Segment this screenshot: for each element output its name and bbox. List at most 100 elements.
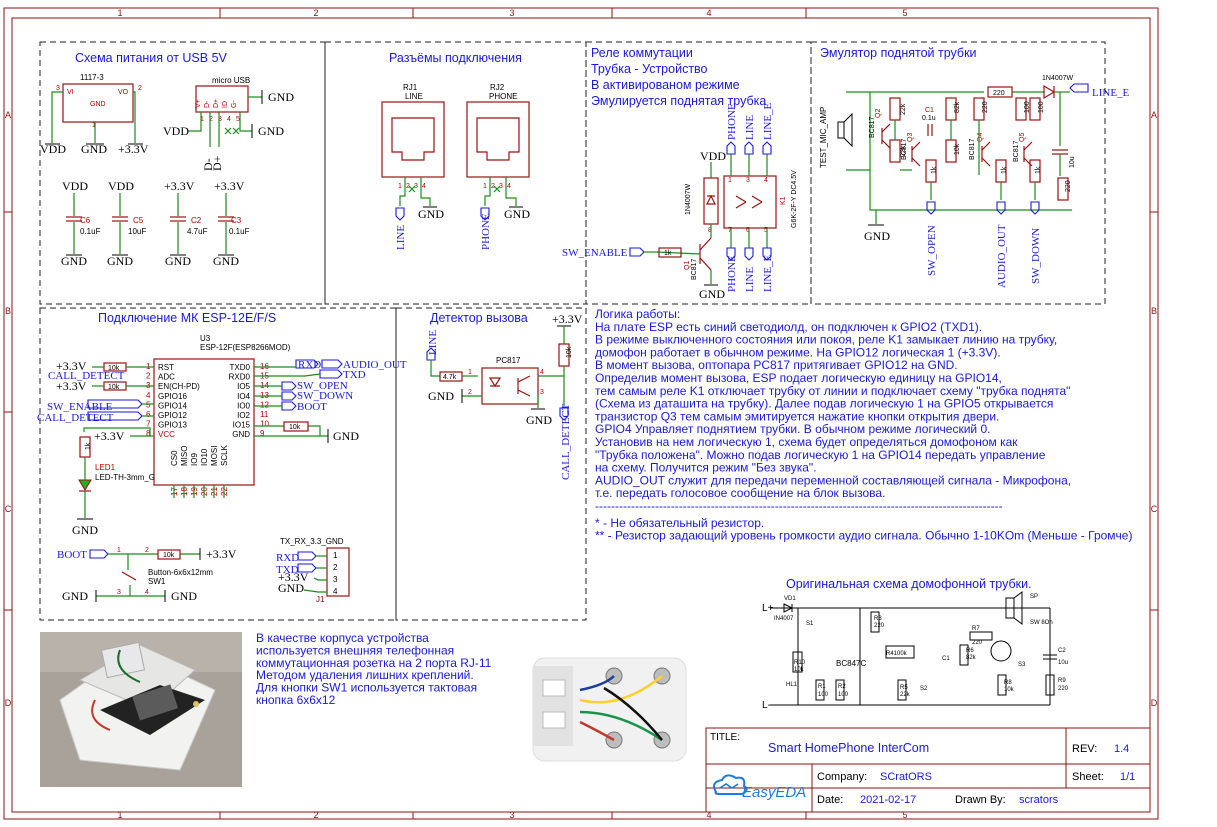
logic-line: В режиме выключенного состояния или поко… [595,333,1057,347]
cap-net: +3.3V [164,179,195,193]
esp-pin-name: ADC [158,373,175,382]
orig-r6: R6 [966,648,974,654]
cap-value: 4.7uF [187,227,208,236]
relay-bot-net: LINE [744,267,756,292]
orig-r10: R10 [794,660,806,666]
orig-r8v: 10k [1004,687,1015,693]
det-gnd: GND [428,389,454,403]
orig-r3v: 220 [874,623,885,629]
title-block: TITLE: Smart HomePhone InterCom REV: 1.4… [705,727,1151,813]
j1-pin: 4 [333,587,338,596]
orig-r1: R1 [818,684,826,690]
row-label: C [5,504,12,514]
esp-pin-num: 11 [260,410,269,419]
relay-pin: 3 [746,177,750,184]
esp-pin-num: 10 [260,420,269,429]
title-label: TITLE: [710,732,740,743]
emul-r: 220 [993,90,1005,97]
relay-pin: 4 [764,177,768,184]
emul-r: 220 [1065,180,1072,192]
orig-c2v: 10u [1058,660,1068,666]
logic-line: ----------------------------------------… [595,499,1003,513]
col-label: 1 [117,8,122,18]
cap-ref: C3 [231,216,242,225]
col-label: 2 [313,810,318,820]
rj2-name: PHONE [489,92,517,101]
rj1-name: LINE [405,92,423,101]
emul-r: 22k [900,103,907,115]
relay-pin: 1 [728,177,732,184]
reg-pin-label: VO [118,89,129,96]
logic-line: тем самым реле K1 отключает трубку от ли… [595,384,1070,398]
orig-c2: C2 [1058,648,1066,654]
orig-bc: BC847C [836,659,866,668]
emul-r: 1k [931,166,938,174]
logic-line: ** - Резистор задающий уровень громкости… [595,529,1132,543]
esp-circuit: U3 ESP-12F(ESP8266MOD) RST1ADC2EN(CH-PD)… [37,334,407,604]
usb-vdd: VDD [163,124,189,138]
case-note-line: Для кнопки SW1 используется тактовая [256,681,477,695]
orig-r2v: 100 [838,692,849,698]
esp-pin-name: RXD0 [229,373,251,382]
usb-pin-label: V+ [195,99,202,108]
j1-net: TXD [276,564,299,576]
orig-r4: R4100k [886,651,908,657]
orig-vd1: VD1 [784,596,796,602]
relay-gnd: GND [699,287,725,301]
relay-resistor: 1k [664,250,672,257]
cap-net: +3.3V [214,179,245,193]
col-label: 1 [117,810,122,820]
esp-pin-name: GND [232,430,250,439]
emul-r: 100 [1038,101,1045,113]
orig-r5v: 22k [900,692,911,698]
usb-pin-label: G- [231,100,238,108]
det-v33: +3.3V [552,312,583,326]
emul-r: 1k [1035,166,1042,174]
orig-sp: SP [1030,594,1038,600]
relay-bot-net: PHONE [726,255,738,292]
socket-photo [532,657,687,762]
relay-top-net: LINE_E [762,102,774,140]
logic-line: На плате ESP есть синий светодиолд, он п… [595,320,982,334]
relay-diode: 1N4007W [685,183,692,215]
original-handset-schematic: L+ L- VD1 IN4007 S1 R10 10k HL1 R1 100 R… [762,591,1069,711]
logic-text: Логика работы:На плате ESP есть синий св… [595,307,1132,543]
orig-r10v: 10k [794,667,805,673]
relay-q: Q1 [684,261,691,270]
esp-pin-name: GPIO12 [158,411,187,420]
net-vdd: VDD [40,142,66,156]
esp-net-right: TXD [343,369,366,381]
emul-q: Q3 [907,133,914,142]
date-label: Date: [817,794,843,806]
esp-pin-num: 4 [146,391,151,400]
emul-c1: C1 [925,107,934,114]
esp-pin-name: TXD0 [230,363,251,372]
det-r47: 4.7k [443,374,457,381]
esp-pin-name: SCLK [220,444,229,466]
rj-pin: 3 [414,183,418,190]
esp-pin-num: 6 [146,410,151,419]
rj1-ref: RJ1 [403,83,418,92]
sw-pin: 4 [145,589,149,596]
relay-model: G6K-2F-Y DC4.5V [791,170,798,228]
j1-pin: 2 [333,563,338,572]
esp-pin-name: IO10 [200,448,209,466]
esp-pin-num: 2 [146,372,151,381]
relay-circuit: VDD 1N4007W K1 G6K-2F-Y DC4.5V 1 3 4 7 6… [562,102,798,301]
case-note-line: кнопка 6x6x12 [256,693,336,707]
esp-ref: U3 [200,334,211,343]
orig-r8: R8 [1004,680,1012,686]
esp-pin-num: 9 [260,429,265,438]
usb-dm: D- [201,158,215,171]
emul-diode: 1N4007W [1042,75,1074,82]
esp-boot: BOOT [57,549,87,561]
logic-line: т.е. передать голосовое сообщение на бло… [595,486,885,500]
logic-line: Определив момент вызова, ESP подает логи… [595,371,1002,385]
title-value: Smart HomePhone InterCom [768,741,929,755]
esp-led-model: LED-TH-3mm_G [95,473,155,482]
col-label: 4 [706,8,711,18]
relay-vdd: VDD [700,149,726,163]
section-title-detector: Детектор вызова [430,311,528,325]
relay-top-net: PHONE [726,103,738,140]
